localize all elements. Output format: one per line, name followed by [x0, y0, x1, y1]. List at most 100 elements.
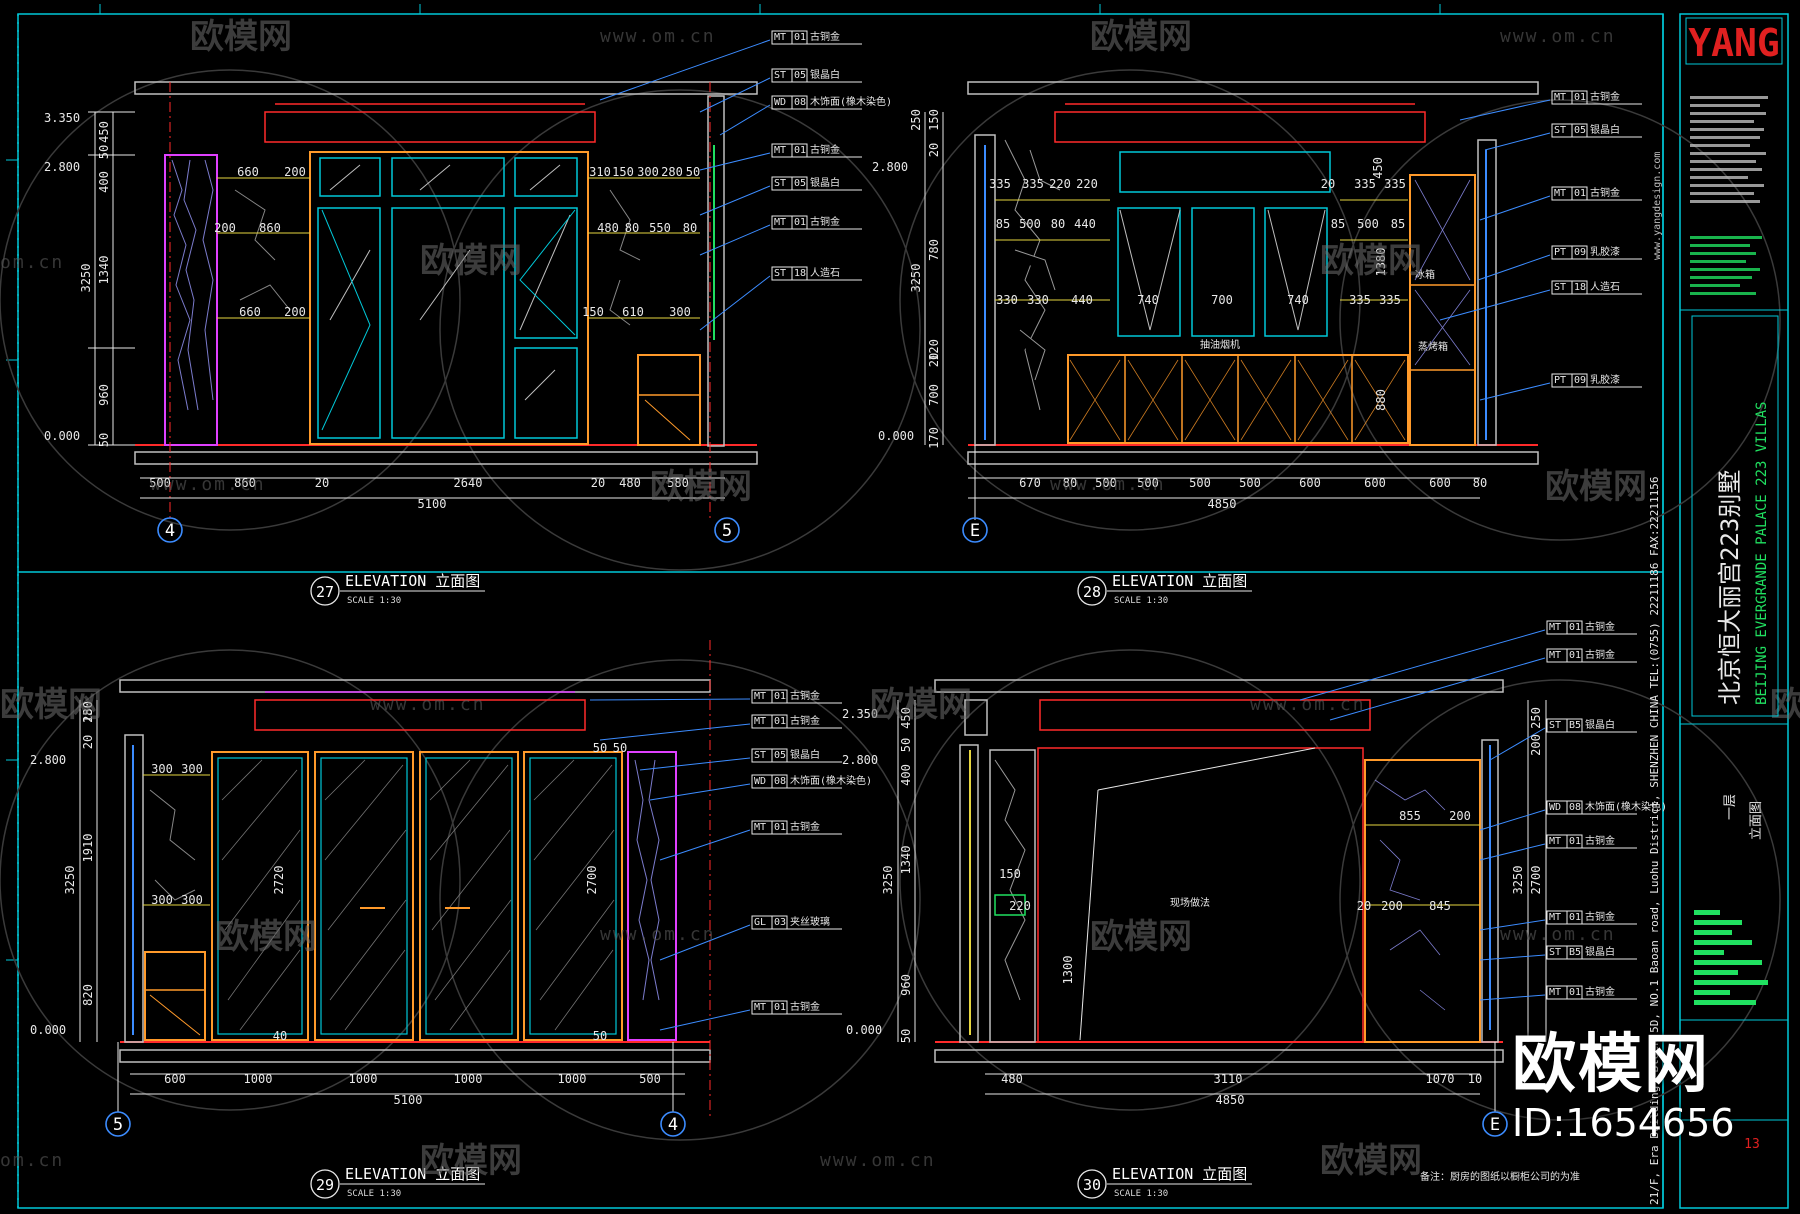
- watermark-brand: 欧模网: [1545, 467, 1647, 507]
- dimension-inner: 150: [612, 165, 634, 179]
- material-code: ST: [774, 70, 786, 81]
- dimension-inner: 220: [1009, 899, 1031, 913]
- material-name: 古铜金: [1590, 90, 1620, 103]
- vertical-texts: 21/F, Era Building, Block 5D, NO.1 Baoan…: [1648, 152, 1770, 1205]
- dimension-inner: 150: [582, 305, 604, 319]
- dimension-vertical: 250: [1529, 707, 1543, 729]
- dimension-bottom: 500: [149, 476, 171, 490]
- material-number: 01: [794, 32, 806, 43]
- elevation-27-label: ELEVATION 立面图: [345, 572, 480, 590]
- grid-label-30-e: E: [1490, 1115, 1500, 1135]
- level-29-ceiling: 2.800: [30, 753, 66, 767]
- dimension-vertical: 1340: [899, 846, 913, 875]
- level-29-floor: 0.000: [30, 1023, 66, 1037]
- dimension-bottom: 3110: [1214, 1072, 1243, 1086]
- material-code: MT: [754, 716, 766, 727]
- elevation-titles: 27 ELEVATION 立面图 SCALE 1:30 28 ELEVATION…: [316, 572, 1247, 1199]
- dimension-inner: 335: [1354, 177, 1376, 191]
- dimension-inner: 550: [649, 221, 671, 235]
- material-number: B5: [1569, 720, 1581, 731]
- label-fridge: 冰箱: [1415, 268, 1435, 281]
- watermark-url: www.om.cn: [600, 924, 716, 945]
- material-number: 01: [774, 691, 786, 702]
- dimension-inner: 85: [1391, 217, 1405, 231]
- material-code: MT: [774, 217, 786, 228]
- dimension-bottom: 2640: [454, 476, 483, 490]
- dimension-bottom: 860: [234, 476, 256, 490]
- sheet-number: 13: [1744, 1137, 1760, 1152]
- dimension-inner: 310: [589, 165, 611, 179]
- grid-bubbles: [105, 517, 1508, 1137]
- dimension-inner: 300: [669, 305, 691, 319]
- level-28-ceiling: 2.800: [872, 160, 908, 174]
- dimension-inner: 300: [637, 165, 659, 179]
- dimension-inner: 200: [1449, 809, 1471, 823]
- dimension-inner: 300: [181, 762, 203, 776]
- dimension-inner: 80: [625, 221, 639, 235]
- dimension-inner: 40: [273, 1029, 287, 1043]
- watermark-url: om.cn: [0, 252, 64, 273]
- material-number: 18: [1574, 282, 1586, 293]
- material-code: ST: [754, 750, 766, 761]
- dimension-inner: 280: [661, 165, 683, 179]
- material-code: MT: [1554, 188, 1566, 199]
- material-code: ST: [1549, 720, 1561, 731]
- total-widths: 5100 4850 5100 4850: [394, 497, 1245, 1107]
- dimension-vertical: 250: [909, 109, 923, 131]
- dimension-inner: 335: [1384, 177, 1406, 191]
- floor-label: 一层: [1723, 794, 1738, 820]
- material-name: 银晶白: [1585, 718, 1615, 731]
- dimension-vertical: 50: [899, 1029, 913, 1043]
- material-name: 古铜金: [1585, 620, 1615, 633]
- watermark-url: www.om.cn: [150, 474, 266, 495]
- elevation-27-scale: SCALE 1:30: [347, 596, 401, 606]
- material-code: MT: [1549, 836, 1561, 847]
- dimension-vertical: 250: [81, 701, 95, 723]
- material-number: 05: [774, 750, 786, 761]
- dimension-inner: 740: [1287, 293, 1309, 307]
- dimension-vertical: 400: [97, 171, 111, 193]
- dimension-bottom: 80: [1473, 476, 1487, 490]
- elevation-29-total-width: 5100: [394, 1093, 423, 1107]
- dimension-inner: 740: [1137, 293, 1159, 307]
- elevation-28-scale: SCALE 1:30: [1114, 596, 1168, 606]
- dimension-inner: 220: [1076, 177, 1098, 191]
- level-27-top: 3.350: [44, 111, 80, 125]
- material-name: 古铜金: [810, 143, 840, 156]
- dimension-bottom: 500: [1189, 476, 1211, 490]
- dimension-vertical: 450: [97, 121, 111, 143]
- dimension-bottom: 600: [1299, 476, 1321, 490]
- dimension-bottom: 600: [164, 1072, 186, 1086]
- material-name: 古铜金: [1585, 910, 1615, 923]
- material-code: MT: [754, 822, 766, 833]
- dimension-inner: 660: [237, 165, 259, 179]
- elevation-30-scale: SCALE 1:30: [1114, 1189, 1168, 1199]
- dimension-inner: 500: [1357, 217, 1379, 231]
- dimension-vertical: 450: [899, 707, 913, 729]
- elevation-28-label: ELEVATION 立面图: [1112, 572, 1247, 590]
- material-name: 古铜金: [1585, 834, 1615, 847]
- dimension-vertical: 200: [1529, 734, 1543, 756]
- elevation-29-drawing: [79, 640, 711, 1120]
- dimension-vertical: 960: [97, 384, 111, 406]
- dimension-inner: 20: [1321, 177, 1335, 191]
- dimension-vertical: 960: [899, 974, 913, 996]
- elevation-28-drawing: [924, 81, 1539, 520]
- dimension-bottom: 500: [639, 1072, 661, 1086]
- title-underlines: [340, 590, 1252, 1185]
- dimension-bottom: 80: [1063, 476, 1077, 490]
- title-circles: [310, 576, 1107, 1199]
- dimension-vertical: 3250: [63, 866, 77, 895]
- level-30-top: 2.350: [842, 707, 878, 721]
- dimension-bottom: 1000: [244, 1072, 273, 1086]
- material-number: 01: [1574, 92, 1586, 103]
- material-code: ST: [774, 178, 786, 189]
- dimension-inner: 335: [989, 177, 1011, 191]
- material-number: 05: [794, 70, 806, 81]
- dimension-inner: 50: [593, 741, 607, 755]
